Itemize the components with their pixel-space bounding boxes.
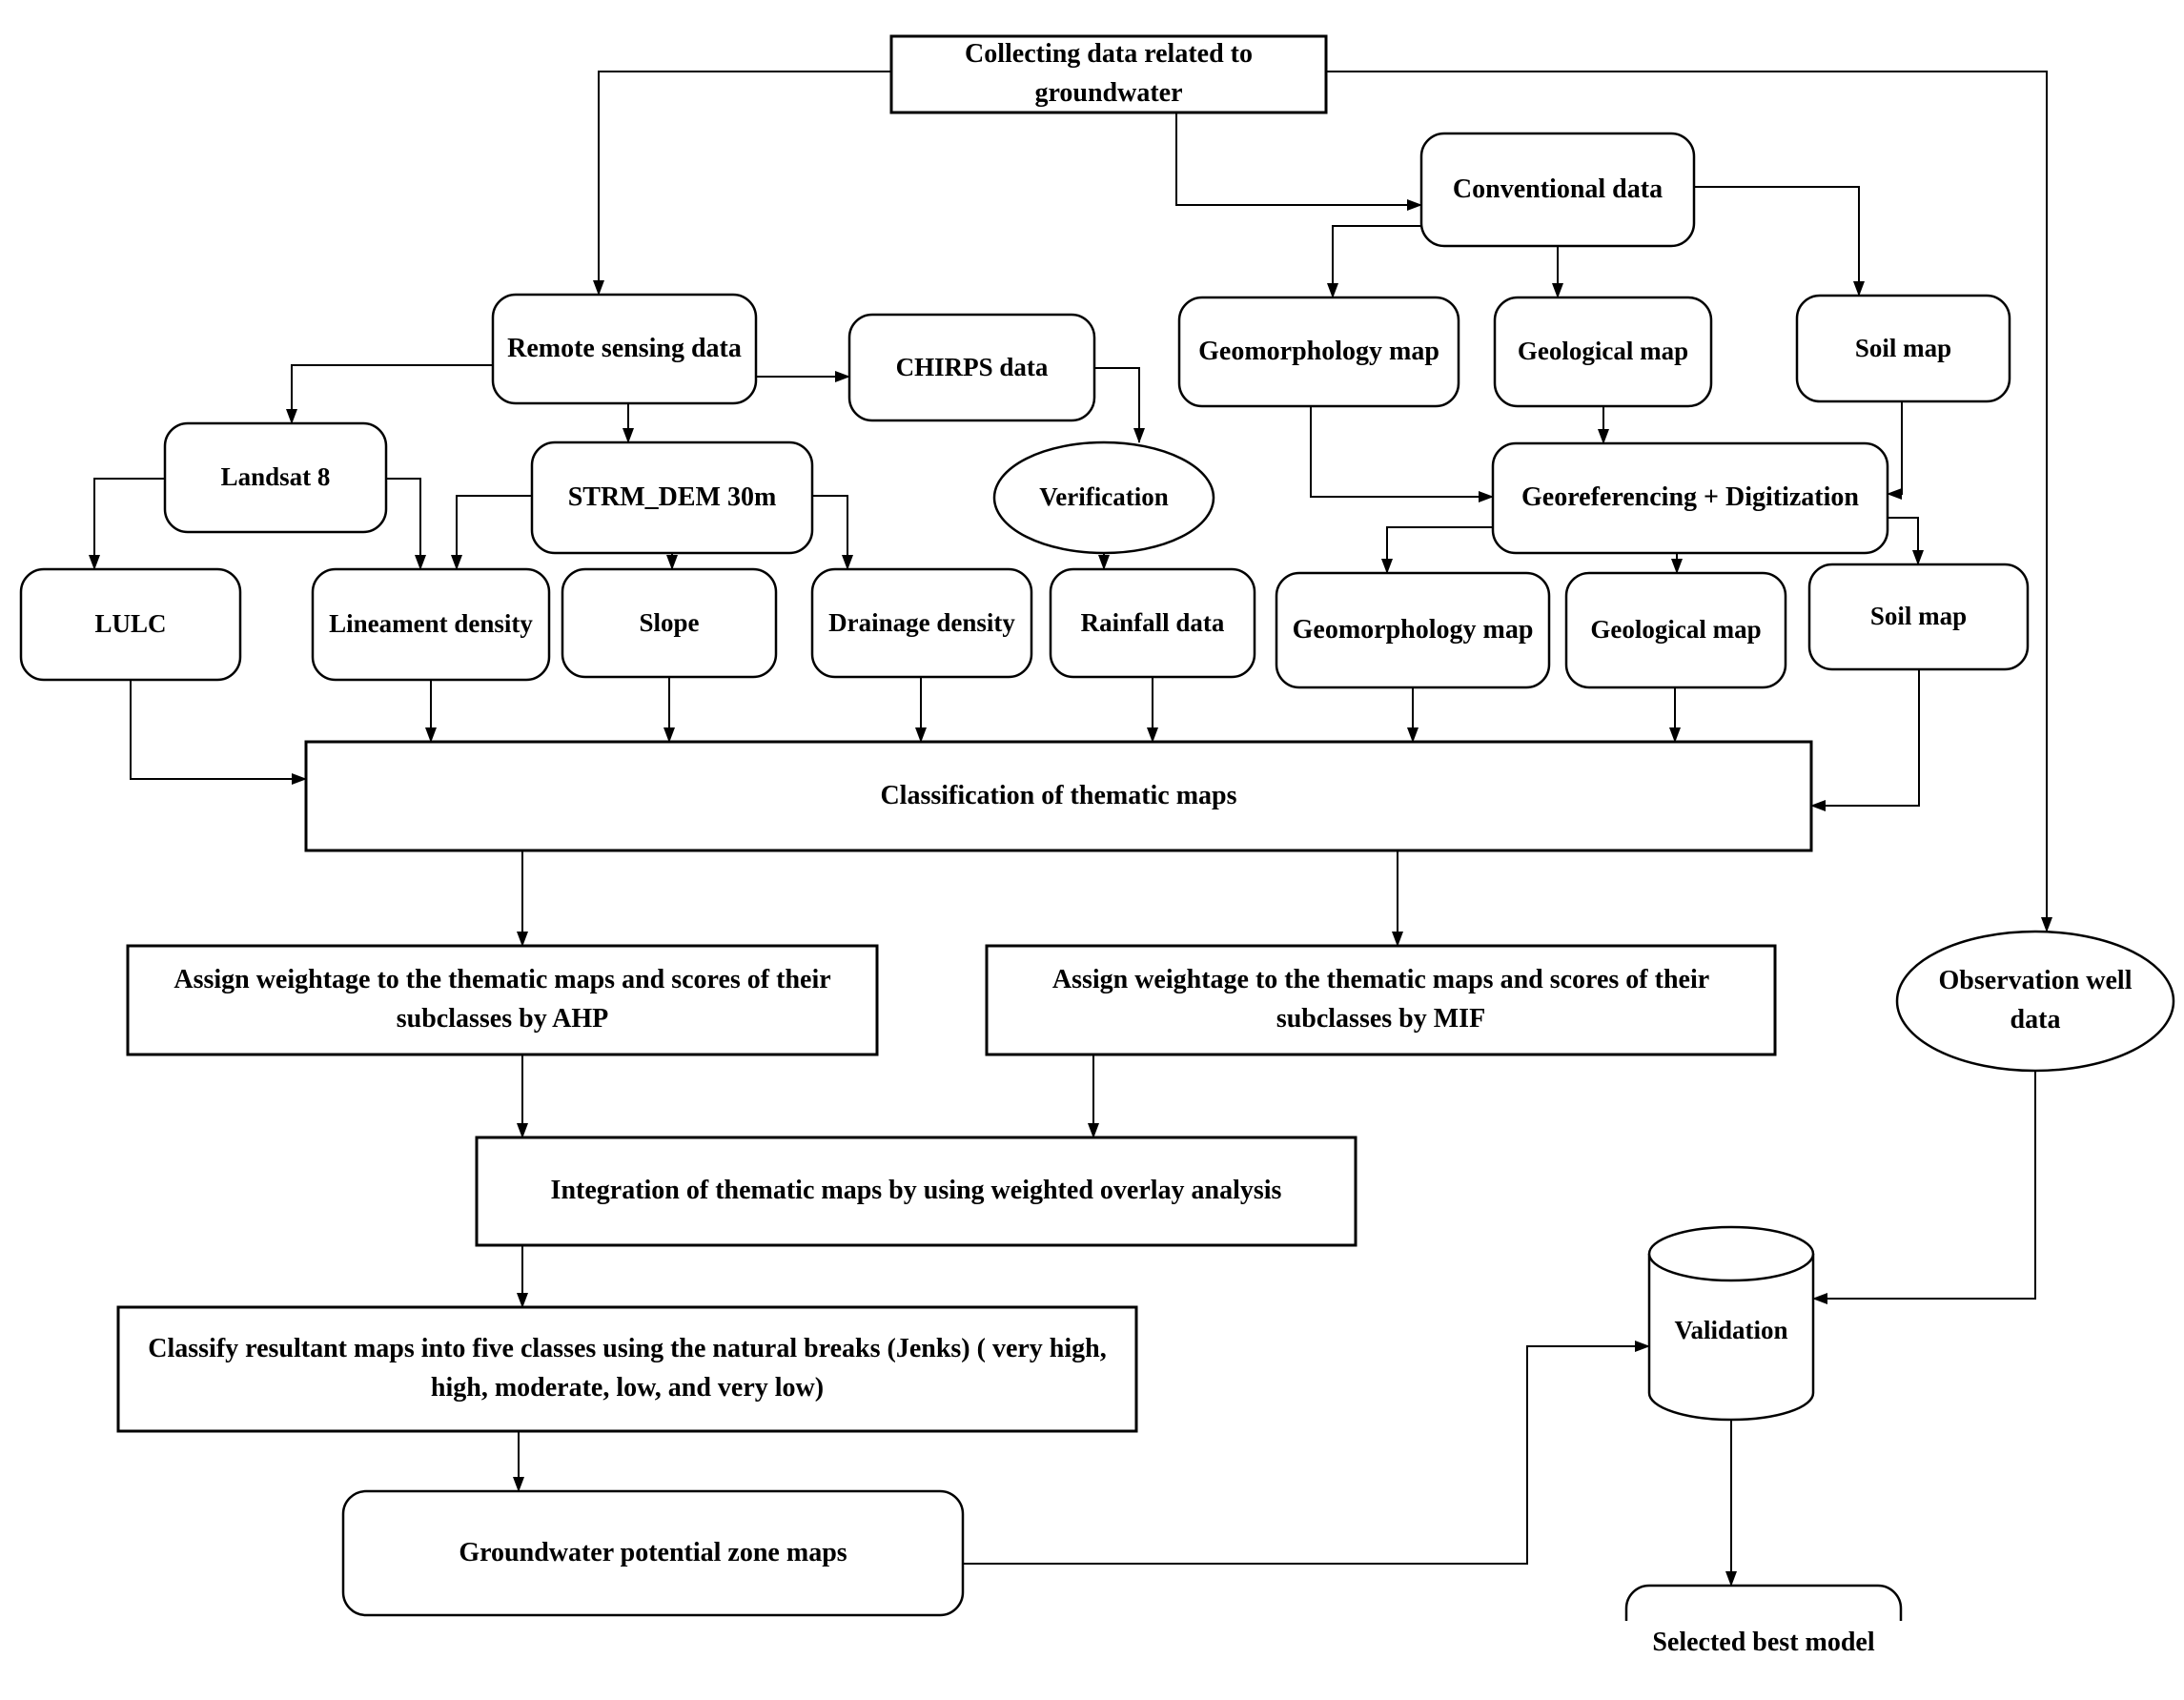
node-validation xyxy=(1647,1225,1815,1422)
node-lulc xyxy=(19,567,242,682)
node-conventional xyxy=(1419,132,1696,248)
node-remote-sensing xyxy=(491,293,758,405)
edge-soil1-to-georef xyxy=(1887,401,1903,500)
node-drainage-density xyxy=(810,567,1033,679)
node-geomorphology-map-1 xyxy=(1177,296,1460,408)
node-geological-map-2 xyxy=(1564,571,1787,689)
edge-landsat-to-lineament xyxy=(386,478,426,570)
edge-soil2-to-classification xyxy=(1810,669,1920,811)
node-geological-map-1 xyxy=(1493,296,1713,408)
edge-conventional-to-soil1 xyxy=(1694,186,1865,297)
node-landsat8 xyxy=(163,421,388,534)
node-soil-map-1 xyxy=(1795,294,2011,403)
node-verification xyxy=(992,440,1215,555)
node-lineament-density xyxy=(311,567,551,682)
node-chirps xyxy=(847,313,1096,422)
node-slope xyxy=(561,567,778,679)
edge-strm-to-lineament xyxy=(451,495,532,570)
edge-conventional-to-geomorphology1 xyxy=(1327,225,1421,298)
edge-collecting-to-conventional xyxy=(1175,113,1422,211)
edge-georef-to-soil2 xyxy=(1888,517,1924,565)
edge-chirps-to-verification xyxy=(1094,367,1145,443)
edge-gw-to-validation xyxy=(963,1341,1650,1565)
edge-collecting-to-observation xyxy=(1326,71,2052,932)
node-observation-well xyxy=(1895,930,2175,1073)
node-geomorphology-map-2 xyxy=(1275,571,1551,689)
edge-landsat-to-lulc xyxy=(89,478,165,570)
node-gw-potential xyxy=(341,1489,965,1617)
edge-strm-to-drainage xyxy=(812,495,853,570)
node-shapes-layer xyxy=(19,34,2175,1621)
node-strm-dem xyxy=(530,440,814,555)
edge-georef-to-geomorphology2 xyxy=(1381,526,1493,574)
node-georeferencing xyxy=(1491,441,1889,555)
node-soil-map-2 xyxy=(1807,563,2030,671)
edge-remote-to-landsat xyxy=(286,364,493,424)
node-collecting xyxy=(889,34,1328,114)
node-classification xyxy=(304,740,1813,852)
node-selected-model xyxy=(1624,1584,1903,1621)
edge-geomorphology1-to-georef xyxy=(1310,406,1494,502)
node-classify-jenks xyxy=(116,1305,1138,1433)
node-rainfall-data xyxy=(1049,567,1256,679)
diagram-canvas xyxy=(19,34,2175,1621)
edge-collecting-to-remote xyxy=(593,71,891,296)
edge-observation-to-validation xyxy=(1812,1071,2036,1304)
node-assign-mif xyxy=(985,944,1777,1056)
node-assign-ahp xyxy=(126,944,879,1056)
node-integration xyxy=(475,1136,1357,1247)
edge-lulc-to-classification xyxy=(130,680,307,785)
edge-arrows-layer xyxy=(89,71,2052,1587)
